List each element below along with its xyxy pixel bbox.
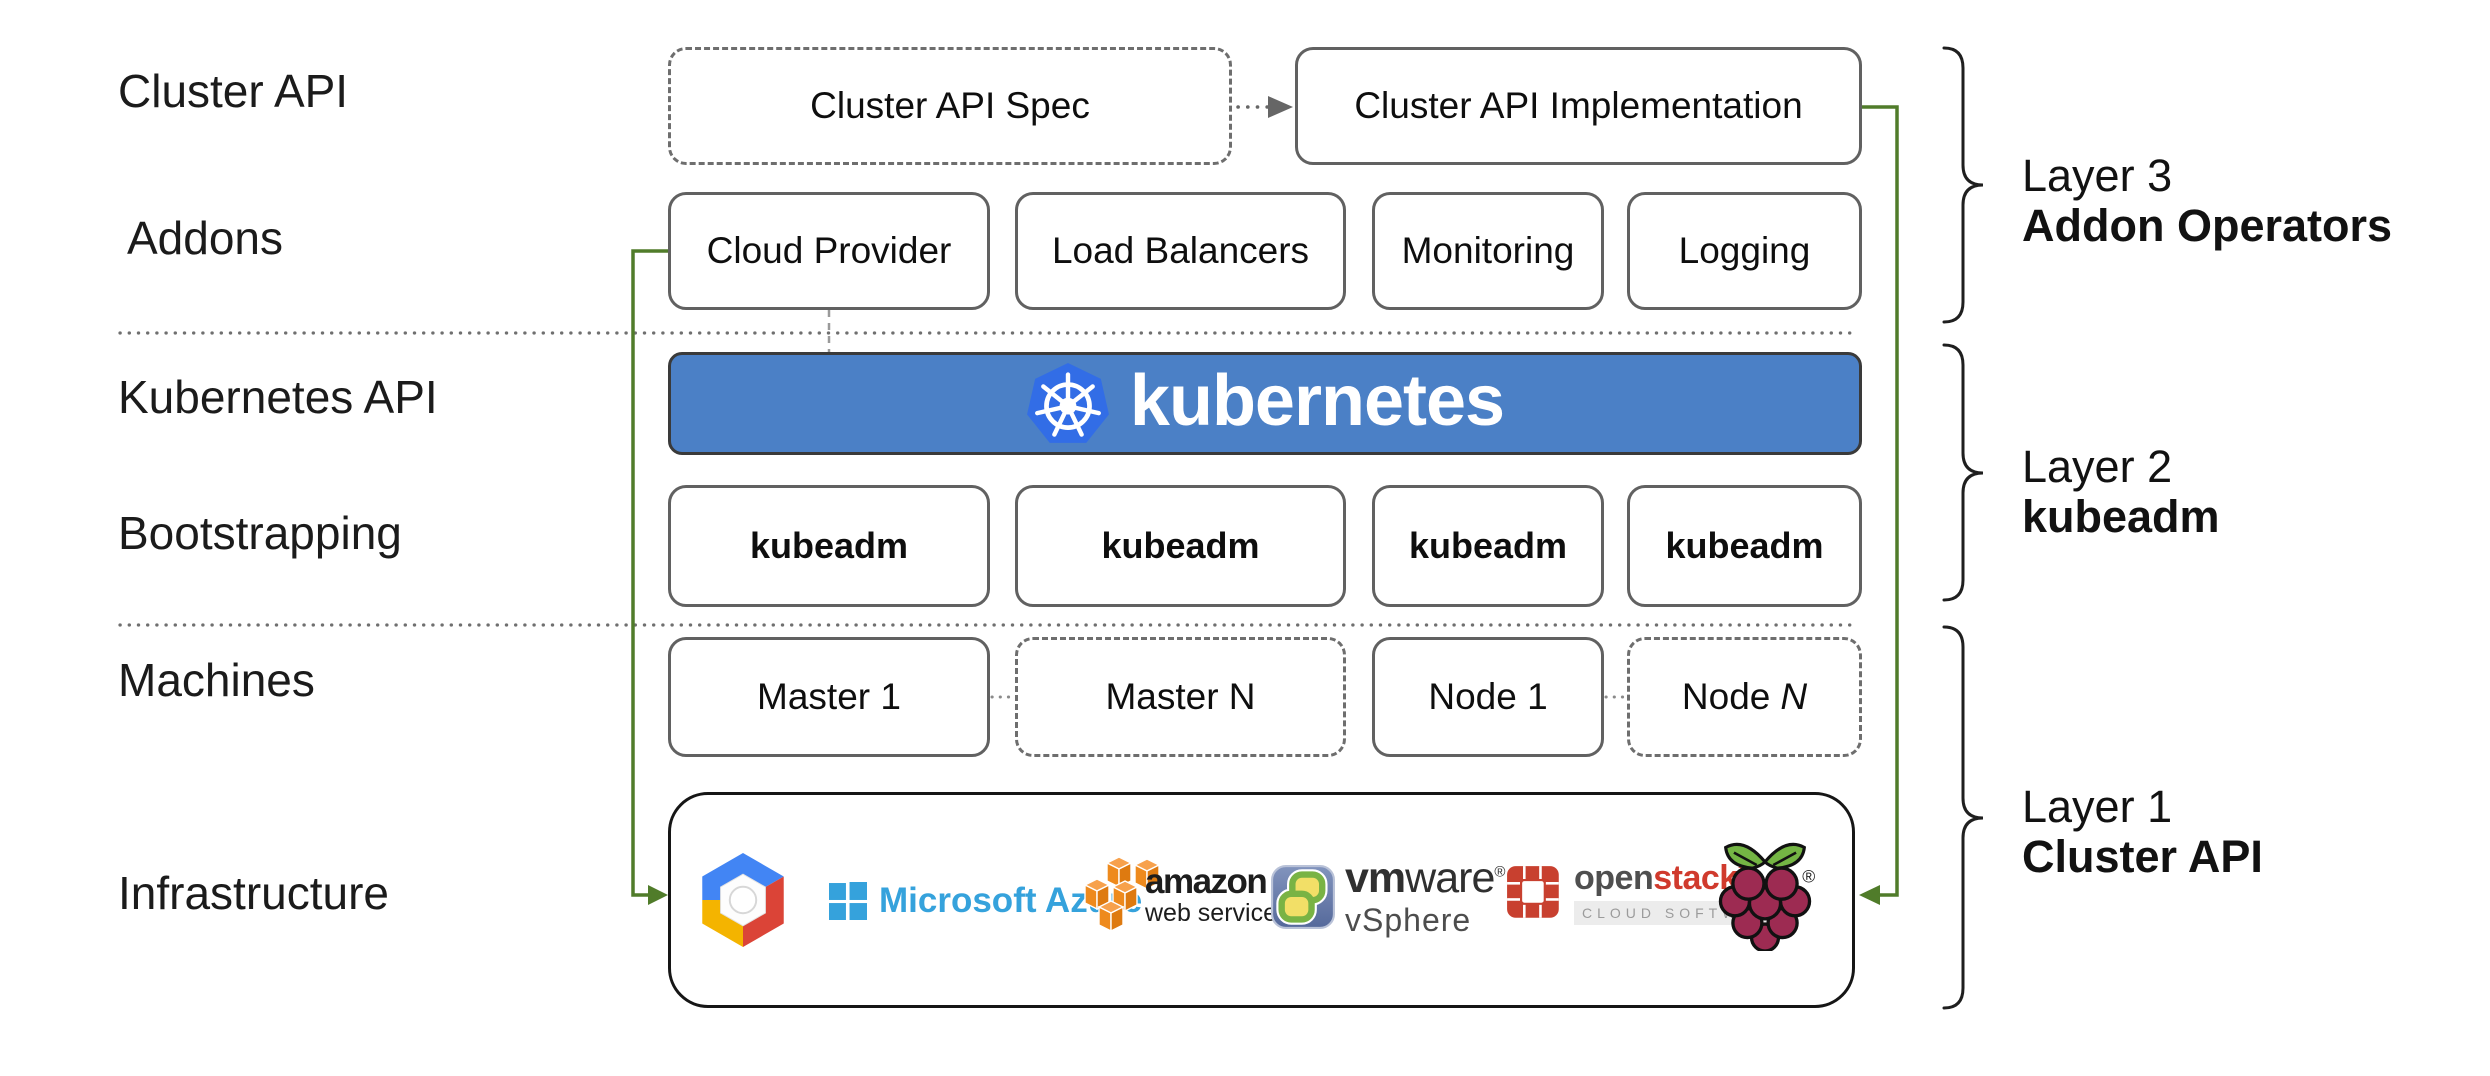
raspberry-pi-logo: ® [1713,835,1817,951]
aws-amazon-wordmark: amazon [1145,862,1268,901]
layer-1-subtitle: Cluster API [2022,831,2263,882]
raspberry-registered-mark: ® [1802,867,1815,887]
spec-to-impl-arrowhead [1268,96,1293,118]
impl-to-infra-arrowhead [1859,885,1880,905]
row-label-kubernetes-api: Kubernetes API [118,371,438,423]
layer-3-subtitle: Addon Operators [2022,200,2393,251]
vsphere-wordmark: vSphere [1345,902,1472,938]
kubernetes-logo-icon [1026,362,1109,443]
cloudprovider-to-infra-arrowhead [648,885,668,905]
impl-to-infra-green-connector [1860,105,1899,897]
kubeadm-box-1: kubeadm [668,485,990,607]
vmware-vsphere-logo: vmware® vSphere [1271,854,1505,938]
row-label-bootstrapping: Bootstrapping [118,507,402,559]
vsphere-icon [1271,864,1335,929]
layer-2-label: Layer 2 kubeadm [2022,442,2220,542]
row-label-machines: Machines [118,654,315,706]
row-label-addons: Addons [127,212,284,264]
row-label-cluster-api: Cluster API [118,65,349,117]
layer-3-title: Layer 3 [2022,150,2173,201]
load-balancers-box: Load Balancers [1015,192,1346,310]
master-n-box: Master N [1015,637,1346,757]
kubeadm-box-4: kubeadm [1627,485,1862,607]
aws-cubes-icon [1083,857,1161,933]
layer-2-subtitle: kubeadm [2022,491,2220,542]
master-1-box: Master 1 [668,637,990,757]
kubeadm-box-2: kubeadm [1015,485,1346,607]
kubeadm-box-3: kubeadm [1372,485,1604,607]
layer3-brace [1942,46,1984,324]
layer-2-title: Layer 2 [2022,441,2173,492]
aws-web-services-wordmark: web services [1145,899,1290,927]
layer-1-title: Layer 1 [2022,781,2173,832]
vmware-registered-mark: ® [1494,863,1505,881]
logging-box: Logging [1627,192,1862,310]
raspberry-pi-icon: ® [1718,842,1815,951]
layer-1-label: Layer 1 Cluster API [2022,782,2263,882]
node-n-label: Node [1681,676,1771,717]
gcp-hexagon-icon [702,853,784,947]
cluster-api-spec-box: Cluster API Spec [668,47,1232,165]
layer-3-label: Layer 3 Addon Operators [2022,151,2392,251]
layer1-brace [1942,625,1984,1010]
openstack-icon [1507,866,1559,918]
openstack-wordmark: openstack™ [1574,861,1792,895]
google-cloud-platform-logo [696,851,790,949]
node-n-box: Node N [1627,637,1862,757]
node-n-italic-n: N [1780,676,1808,717]
windows-flag-icon [829,882,867,920]
layer2-brace [1942,343,1984,602]
infrastructure-box: Microsoft Azure [668,792,1855,1008]
amazon-web-services-logo: amazon web services [1081,857,1290,933]
row-label-infrastructure: Infrastructure [118,867,389,919]
vmware-wordmark: vmware® [1345,854,1505,902]
kubernetes-wordmark: kubernetes [1129,360,1505,441]
cloud-provider-box: Cloud Provider [668,192,990,310]
cloudprovider-to-infra-green-connector [631,249,668,897]
monitoring-box: Monitoring [1372,192,1604,310]
cluster-api-implementation-box: Cluster API Implementation [1295,47,1862,165]
kubernetes-banner: kubernetes [668,352,1862,455]
node-1-box: Node 1 [1372,637,1604,757]
